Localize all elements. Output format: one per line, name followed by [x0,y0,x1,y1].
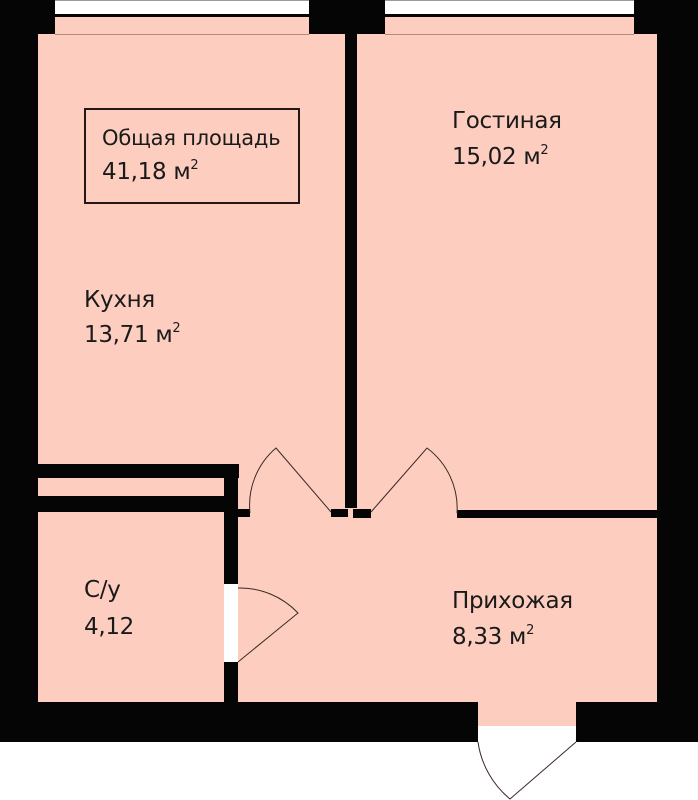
living-room-area-unit-sup: 2 [540,143,549,158]
kitchen-name: Кухня [84,287,155,313]
living-room-area: 15,02 м2 [452,140,549,174]
bathroom-name: С/у [84,577,121,603]
wall-door-jamb-left [331,509,348,517]
kitchen-floor [38,34,345,466]
living-window-sill [385,17,634,35]
bathroom-area-number: 4,12 [84,614,135,640]
total-area-number: 41,18 м [102,159,191,185]
wall-left [0,0,38,742]
bathroom-floor [38,512,224,702]
wall-bathroom-right-upper [224,478,238,584]
total-area-value: 41,18 м2 [102,155,199,189]
living-room-area-number: 15,02 м [452,144,541,170]
wall-door-jamb-right [353,509,371,518]
hallway-area: 8,33 м2 [452,620,534,654]
wall-bathroom-right-lower [224,662,238,704]
wall-top-left-window-frame [55,14,309,17]
entrance-door-swing [477,741,577,800]
total-area-box: Общая площадь 41,18 м2 [84,108,300,204]
living-door-swing [370,447,458,514]
total-area-title: Общая площадь [102,126,281,150]
living-room-floor [357,34,657,512]
living-room-name: Гостиная [452,108,562,134]
living-window-glass [385,0,634,15]
entrance-niche-floor [478,700,576,726]
wall-bottom-left-step [0,702,16,733]
wall-bathroom-door-stub [238,509,250,517]
kitchen-area: 13,71 м2 [84,318,181,352]
wall-kitchen-living-partition [345,30,357,508]
kitchen-window-glass [55,0,309,15]
bathroom-area: 4,12 [84,610,134,644]
wall-right [657,0,698,742]
total-area-unit-sup: 2 [190,158,199,173]
bathroom-door-swing [237,587,299,663]
kitchen-door-swing [249,447,332,514]
kitchen-window-sill [55,17,309,35]
kitchen-area-unit-sup: 2 [172,321,181,336]
wall-kitchen-bottom [38,464,239,478]
corridor-strip-floor [38,478,224,496]
wall-living-bottom [457,510,657,518]
hallway-area-number: 8,33 м [452,624,527,650]
hallway-floor [238,466,657,702]
wall-top-middle-pier [309,0,385,34]
hallway-name: Прихожая [452,588,573,614]
wall-top-right-window-frame [385,14,634,17]
wall-bottom-right [576,702,698,742]
wall-bottom-left [16,702,478,742]
hallway-area-unit-sup: 2 [526,623,535,638]
kitchen-area-number: 13,71 м [84,322,173,348]
wall-bathroom-top [38,496,224,512]
